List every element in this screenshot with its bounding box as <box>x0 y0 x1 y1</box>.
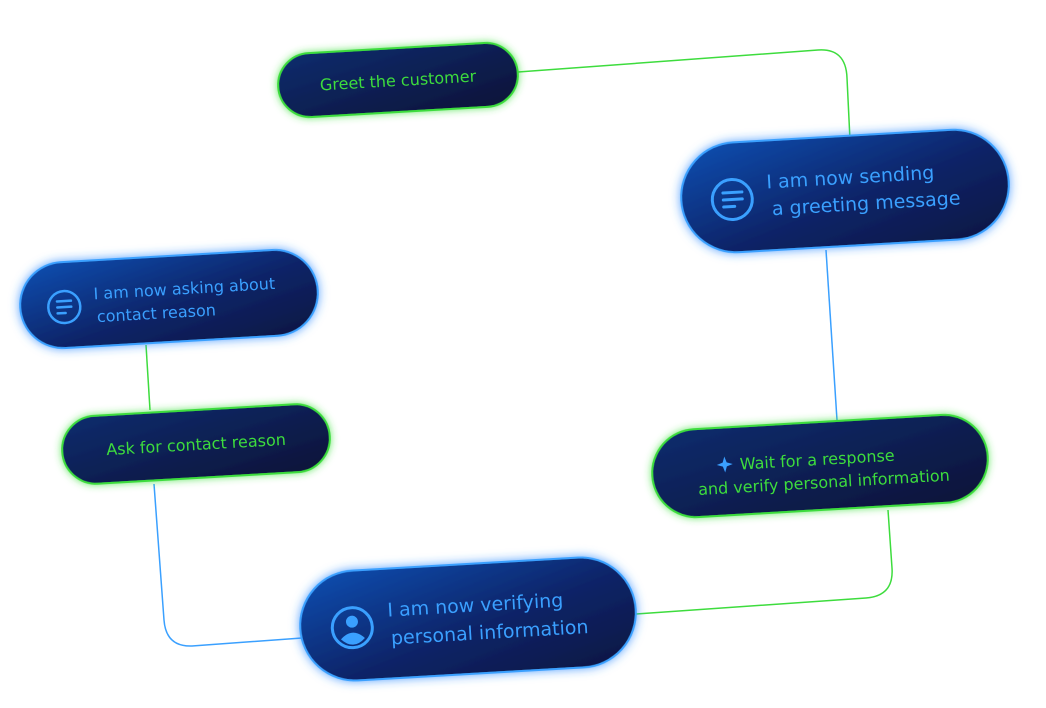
sparkle-icon <box>716 456 733 473</box>
connector-wait-to-verifying <box>635 509 893 615</box>
connector-ask-to-asking <box>145 344 151 411</box>
message-lines-icon <box>710 178 754 222</box>
node-greet[interactable]: Greet the customer <box>276 41 519 119</box>
node-sending[interactable]: I am now sending a greeting message <box>678 127 1012 256</box>
user-icon <box>330 606 374 650</box>
message-lines-icon <box>47 289 82 325</box>
node-ask[interactable]: Ask for contact reason <box>60 402 331 485</box>
node-verifying[interactable]: I am now verifying personal information <box>297 554 639 683</box>
connector-verifying-to-ask <box>153 483 303 647</box>
connectors <box>145 49 893 647</box>
node-asking[interactable]: I am now asking about contact reason <box>18 247 320 350</box>
node-wait[interactable]: Wait for a response and verify personal … <box>650 412 991 519</box>
connector-greet-to-sending <box>517 49 851 141</box>
connector-sending-to-wait <box>825 249 838 421</box>
